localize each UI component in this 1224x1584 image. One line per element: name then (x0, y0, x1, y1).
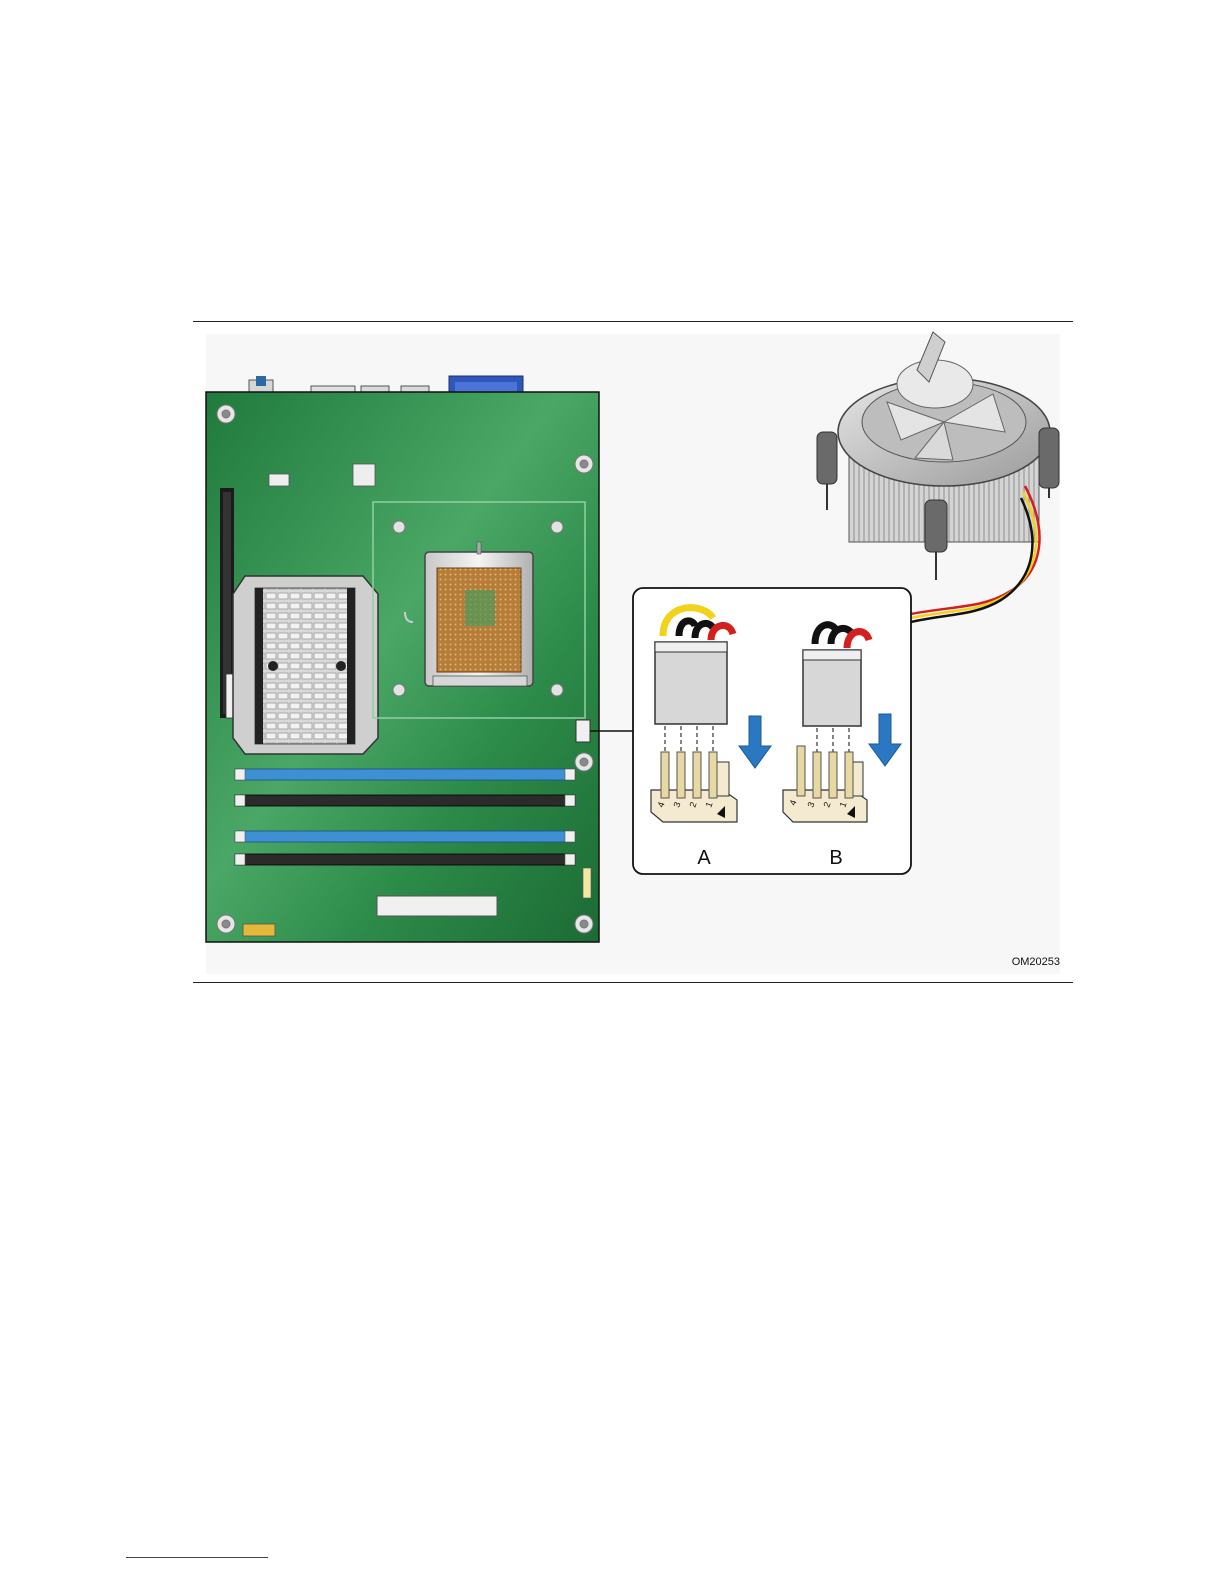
option-b-label: B (829, 847, 842, 869)
dimm-slot-3 (235, 831, 575, 842)
status-leds (583, 868, 591, 898)
dimm-slot-4 (235, 854, 575, 865)
small-header (269, 474, 289, 486)
figure-id: OM20253 (1012, 956, 1060, 968)
chipset-heatsink (233, 576, 378, 754)
atx12v-connector (353, 464, 375, 486)
dimm-slot-1 (235, 769, 575, 780)
atx-power-connector (377, 896, 497, 916)
front-panel-header (243, 924, 275, 936)
fan-connector-diagram: 4 3 2 1 4 3 2 1 A B OM20253 (193, 322, 1073, 982)
cpu-fan-header (576, 720, 590, 742)
motherboard (206, 376, 599, 942)
footnote-rule (126, 1557, 268, 1558)
push-pin-right (1039, 428, 1059, 498)
option-a-label: A (697, 847, 711, 869)
connector-callout-box (633, 588, 911, 874)
dimm-slot-2 (235, 795, 575, 806)
pcie-slot (220, 488, 234, 718)
bottom-rule (193, 982, 1073, 983)
